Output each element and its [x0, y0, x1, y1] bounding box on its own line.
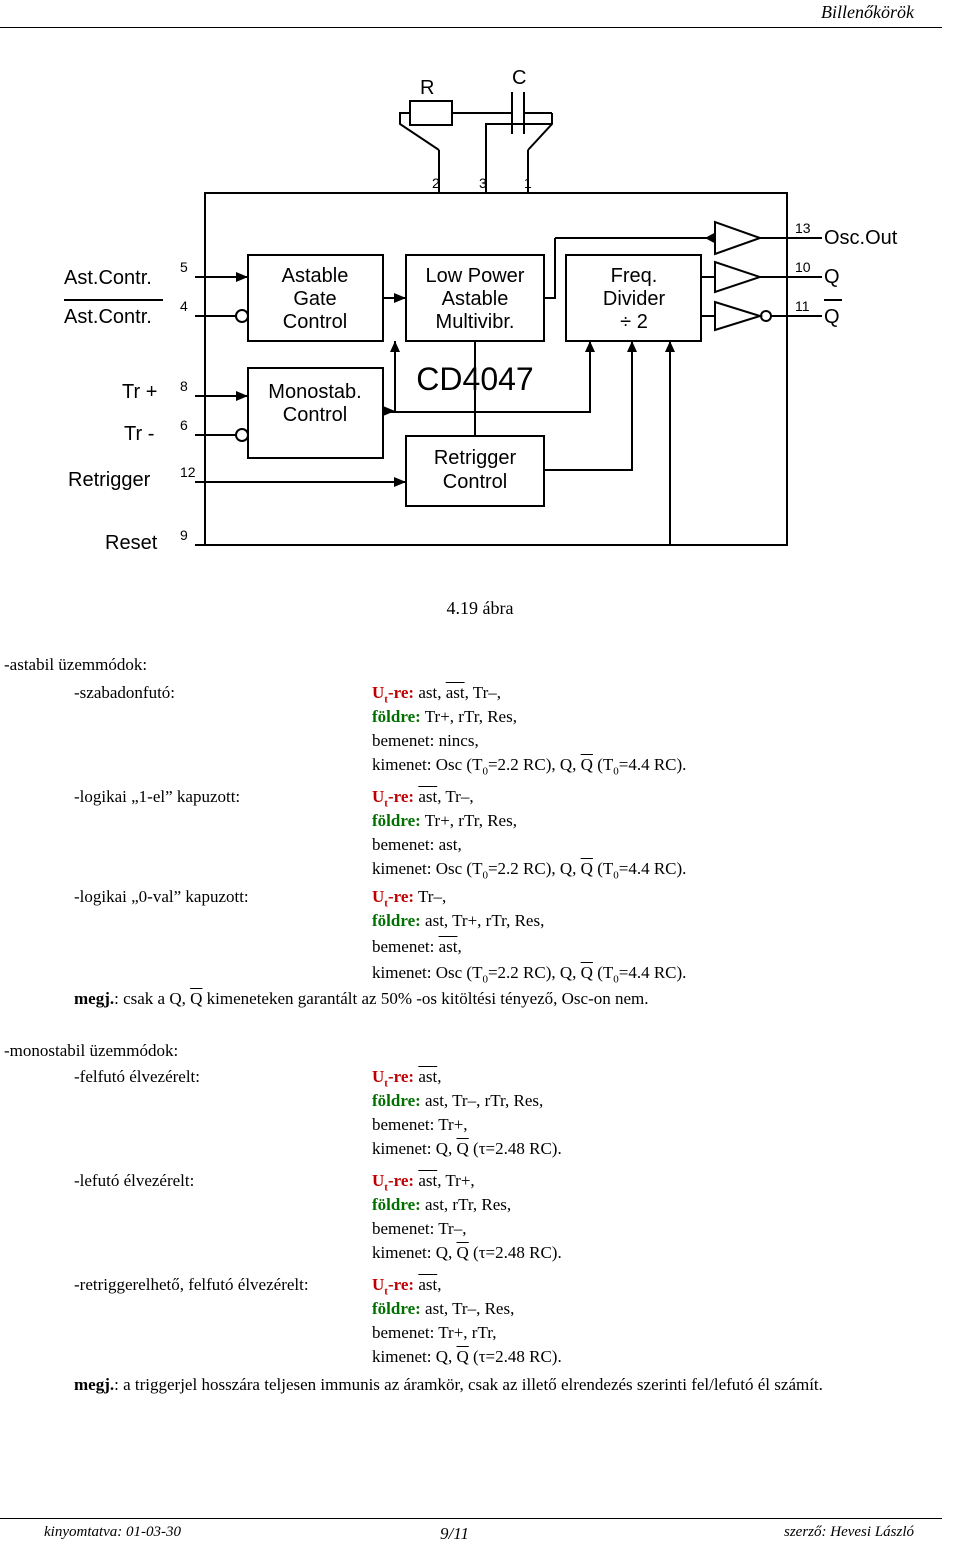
mono-mode1-bem: bemenet: Tr+,	[372, 1115, 468, 1134]
fd-block-line1: Freq.	[611, 265, 658, 287]
page-header: Billenőkörök	[0, 0, 960, 28]
rc-block-line2: Control	[443, 471, 507, 493]
mono-mode2-label: -lefutó élvezérelt:	[74, 1171, 195, 1190]
astabil-mode1-bem: bemenet: nincs,	[372, 731, 479, 750]
reset-label: Reset	[105, 532, 158, 554]
astabil-mode3-fold: földre: ast, Tr+, rTr, Res,	[372, 911, 545, 930]
astabil-mode3-kim: kimenet: Osc (T0=2.2 RC), Q, Q (T0=4.4 R…	[372, 963, 687, 986]
freq-divider-block	[565, 254, 702, 342]
astabil-mode1-kim: kimenet: Osc (T0=2.2 RC), Q, Q (T0=4.4 R…	[372, 755, 687, 778]
header-rule	[0, 27, 942, 28]
ast-contr-label: Ast.Contr.	[64, 267, 152, 289]
mono-mode3-bem: bemenet: Tr+, rTr,	[372, 1323, 497, 1342]
mono-mode3-label: -retriggerelhető, felfutó élvezérelt:	[74, 1275, 309, 1294]
gate-block-line3: Control	[283, 311, 347, 333]
cd4047-block-diagram: R C 2 3 1 13 10 11 Osc.Out Q Q Ast.Contr…	[64, 67, 898, 554]
mono-mode3-kim: kimenet: Q, Q (τ=2.48 RC).	[372, 1347, 562, 1366]
gate-block-line1: Astable	[282, 265, 349, 287]
figure-caption: 4.19 ábra	[446, 598, 514, 618]
astabil-mode2-fold: földre: Tr+, rTr, Res,	[372, 811, 517, 830]
gate-block-line2: Gate	[293, 288, 336, 310]
mono-mode1-fold: földre: ast, Tr–, rTr, Res,	[372, 1091, 544, 1110]
mono-mode1-ut: Ut-re: ast,	[372, 1067, 442, 1090]
astabil-mode3-label: -logikai „0-val” kapuzott:	[74, 887, 249, 906]
footer-author: szerző: Hevesi László	[784, 1524, 914, 1540]
astabil-mode3-ut: Ut-re: Tr–,	[372, 887, 447, 910]
pin-5: 5	[180, 259, 188, 275]
fd-block-line2: Divider	[603, 288, 666, 310]
astabil-mode2-ut: Ut-re: ast, Tr–,	[372, 787, 474, 810]
pin-2: 2	[432, 175, 440, 191]
pin-12: 12	[180, 464, 196, 480]
pin-1: 1	[524, 175, 532, 191]
mono-mode2-ut: Ut-re: ast, Tr+,	[372, 1171, 475, 1194]
mono-mode3-ut: Ut-re: ast,	[372, 1275, 442, 1298]
astabil-mode1-fold: földre: Tr+, rTr, Res,	[372, 707, 517, 726]
mv-block-line1: Low Power	[426, 265, 525, 287]
pin-9: 9	[180, 527, 188, 543]
pin-11: 11	[795, 298, 810, 314]
chip-name: CD4047	[416, 361, 533, 397]
astabil-note: megj.: csak a Q, Q kimeneteken garantált…	[74, 989, 649, 1008]
rc-block-line1: Retrigger	[434, 447, 517, 469]
osc-out-label: Osc.Out	[824, 227, 898, 249]
tr-minus-label: Tr -	[124, 423, 154, 445]
mono-heading: -monostabil üzemmódok:	[4, 1041, 179, 1060]
mono-note: megj.: a triggerjel hosszára teljesen im…	[74, 1375, 823, 1394]
mono-mode3-fold: földre: ast, Tr–, Res,	[372, 1299, 515, 1318]
c-label: C	[512, 67, 526, 89]
fd-block-line3: ÷ 2	[620, 311, 648, 333]
footer-printed: kinyomtatva: 01-03-30	[44, 1524, 182, 1540]
q-output-label: Q	[824, 266, 840, 288]
astabil-mode1-label: -szabadonfutó:	[74, 683, 176, 702]
tr-plus-label: Tr +	[122, 381, 157, 403]
footer-rule	[0, 1518, 942, 1519]
mv-block-line3: Multivibr.	[436, 311, 515, 333]
ast-contr-bar-label: Ast.Contr.	[64, 306, 152, 328]
mono-block-line2: Control	[283, 404, 347, 426]
pin-6: 6	[180, 417, 188, 433]
astabil-mode2-bem: bemenet: ast,	[372, 835, 462, 854]
r-label: R	[420, 77, 434, 99]
astabil-mode2-kim: kimenet: Osc (T0=2.2 RC), Q, Q (T0=4.4 R…	[372, 859, 687, 882]
mv-block-line2: Astable	[442, 288, 509, 310]
pin-4: 4	[180, 298, 188, 314]
pin-13: 13	[795, 220, 811, 236]
mono-block-line1: Monostab.	[268, 381, 361, 403]
astabil-mode1-ut: Ut-re: ast, ast, Tr–,	[372, 683, 501, 706]
pin-3: 3	[479, 175, 487, 191]
pin-10: 10	[795, 259, 811, 275]
mono-mode2-bem: bemenet: Tr–,	[372, 1219, 467, 1238]
footer-page-number: 9/11	[440, 1524, 469, 1543]
mono-mode2-fold: földre: ast, rTr, Res,	[372, 1195, 512, 1214]
mono-mode2-kim: kimenet: Q, Q (τ=2.48 RC).	[372, 1243, 562, 1262]
pin-8: 8	[180, 378, 188, 394]
astabil-mode2-label: -logikai „1-el” kapuzott:	[74, 787, 241, 806]
qbar-output-label: Q	[824, 306, 840, 328]
astabil-heading: -astabil üzemmódok:	[4, 655, 148, 674]
header-title: Billenőkörök	[821, 2, 914, 22]
resistor-symbol	[409, 100, 453, 126]
astabil-mode3-bem: bemenet: ast,	[372, 937, 462, 956]
retrigger-label: Retrigger	[68, 469, 151, 491]
mono-mode1-label: -felfutó élvezérelt:	[74, 1067, 201, 1086]
mono-mode1-kim: kimenet: Q, Q (τ=2.48 RC).	[372, 1139, 562, 1158]
